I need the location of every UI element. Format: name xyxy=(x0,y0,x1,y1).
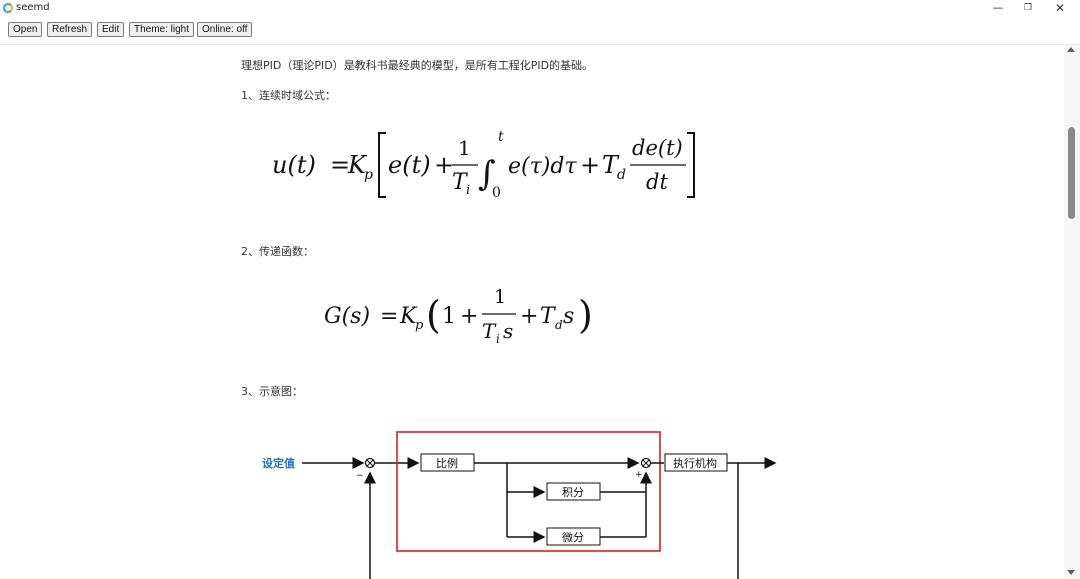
maximize-button[interactable]: ❐ xyxy=(1023,3,1033,13)
scroll-up-arrow-icon[interactable] xyxy=(1067,47,1075,52)
tf-td: T xyxy=(540,304,557,329)
tf-frac-den-sub: i xyxy=(496,332,500,346)
scrollbar-thumb[interactable] xyxy=(1068,127,1075,219)
tf-lhs: G(s) xyxy=(324,304,370,329)
tf-plus-1: + xyxy=(460,304,478,329)
tf-td-sub: d xyxy=(555,318,563,332)
title-bar: seemd — ❐ ✕ xyxy=(0,0,1080,18)
formula-integrand: e(τ)dτ xyxy=(508,154,577,179)
refresh-button[interactable]: Refresh xyxy=(47,22,93,37)
pid-block-diagram: 设定值 − 比例 积分 微分 + xyxy=(262,431,777,579)
toolbar: Open Refresh Edit Theme: light Online: o… xyxy=(0,18,1080,45)
plus-sign: + xyxy=(635,470,643,480)
proportional-label: 比例 xyxy=(436,456,458,470)
formula-integral: ∫ xyxy=(478,154,496,194)
formula-error: e(t) xyxy=(388,151,431,179)
pid-controller-frame xyxy=(396,431,661,552)
formula-derivative-num: de(t) xyxy=(632,136,683,160)
formula-derivative-den: dt xyxy=(646,170,668,194)
formula-plus-2: + xyxy=(580,151,600,179)
section-heading-diagram: 3、示意图： xyxy=(241,385,303,398)
formula-one: 1 xyxy=(458,136,471,160)
theme-toggle-button[interactable]: Theme: light xyxy=(129,22,195,37)
tf-td-s: s xyxy=(563,304,574,329)
tf-frac-num: 1 xyxy=(494,286,506,308)
vertical-scrollbar[interactable] xyxy=(1064,45,1080,579)
formula-kp-sub: p xyxy=(364,167,373,183)
document-view: 理想PID（理论PID）是教科书最经典的模型，是所有工程化PID的基础。 1、连… xyxy=(0,45,1064,579)
tf-plus-2: + xyxy=(520,304,538,329)
continuous-time-formula: u(t) = K p e(t) + 1 T i ∫ t 0 e(τ)dτ + T… xyxy=(272,129,695,201)
tf-equals: = xyxy=(380,304,398,329)
formula-equals: = xyxy=(330,151,350,179)
minus-sign: − xyxy=(356,471,364,481)
setpoint-label: 设定值 xyxy=(262,456,295,470)
open-button[interactable]: Open xyxy=(8,22,43,37)
tf-close-paren: ) xyxy=(578,293,593,337)
tf-kp-sub: p xyxy=(415,318,424,333)
close-button[interactable]: ✕ xyxy=(1054,1,1066,15)
tf-kp: K xyxy=(399,304,418,329)
formula-kp: K xyxy=(347,151,368,179)
integral-label: 积分 xyxy=(562,486,584,499)
tf-frac-den-s: s xyxy=(503,319,513,343)
tf-one: 1 xyxy=(442,304,456,329)
window-title: seemd xyxy=(16,2,50,13)
formula-int-upper: t xyxy=(498,129,504,145)
formula-td: T xyxy=(602,151,620,179)
transfer-function-formula: G(s) = K p ( 1 + 1 T i s + T d s ) xyxy=(324,286,593,346)
formula-lhs: u(t) xyxy=(272,151,316,179)
formula-plus-1: + xyxy=(434,151,454,179)
online-toggle-button[interactable]: Online: off xyxy=(197,22,253,37)
tf-frac-den: T xyxy=(482,319,497,343)
actuator-label: 执行机构 xyxy=(673,456,717,470)
tf-open-paren: ( xyxy=(426,293,441,337)
intro-paragraph: 理想PID（理论PID）是教科书最经典的模型，是所有工程化PID的基础。 xyxy=(241,59,594,72)
formula-int-lower: 0 xyxy=(492,185,501,201)
edit-button[interactable]: Edit xyxy=(97,22,125,37)
formula-td-sub: d xyxy=(617,167,626,183)
formula-ti: T xyxy=(452,170,469,195)
section-heading-continuous: 1、连续时域公式： xyxy=(241,89,336,102)
minimize-button[interactable]: — xyxy=(992,1,1004,14)
derivative-label: 微分 xyxy=(562,530,584,544)
scroll-down-arrow-icon[interactable] xyxy=(1067,570,1075,575)
app-logo-icon xyxy=(3,3,13,13)
section-heading-transfer: 2、传递函数： xyxy=(241,245,314,258)
formula-ti-sub: i xyxy=(466,183,470,198)
